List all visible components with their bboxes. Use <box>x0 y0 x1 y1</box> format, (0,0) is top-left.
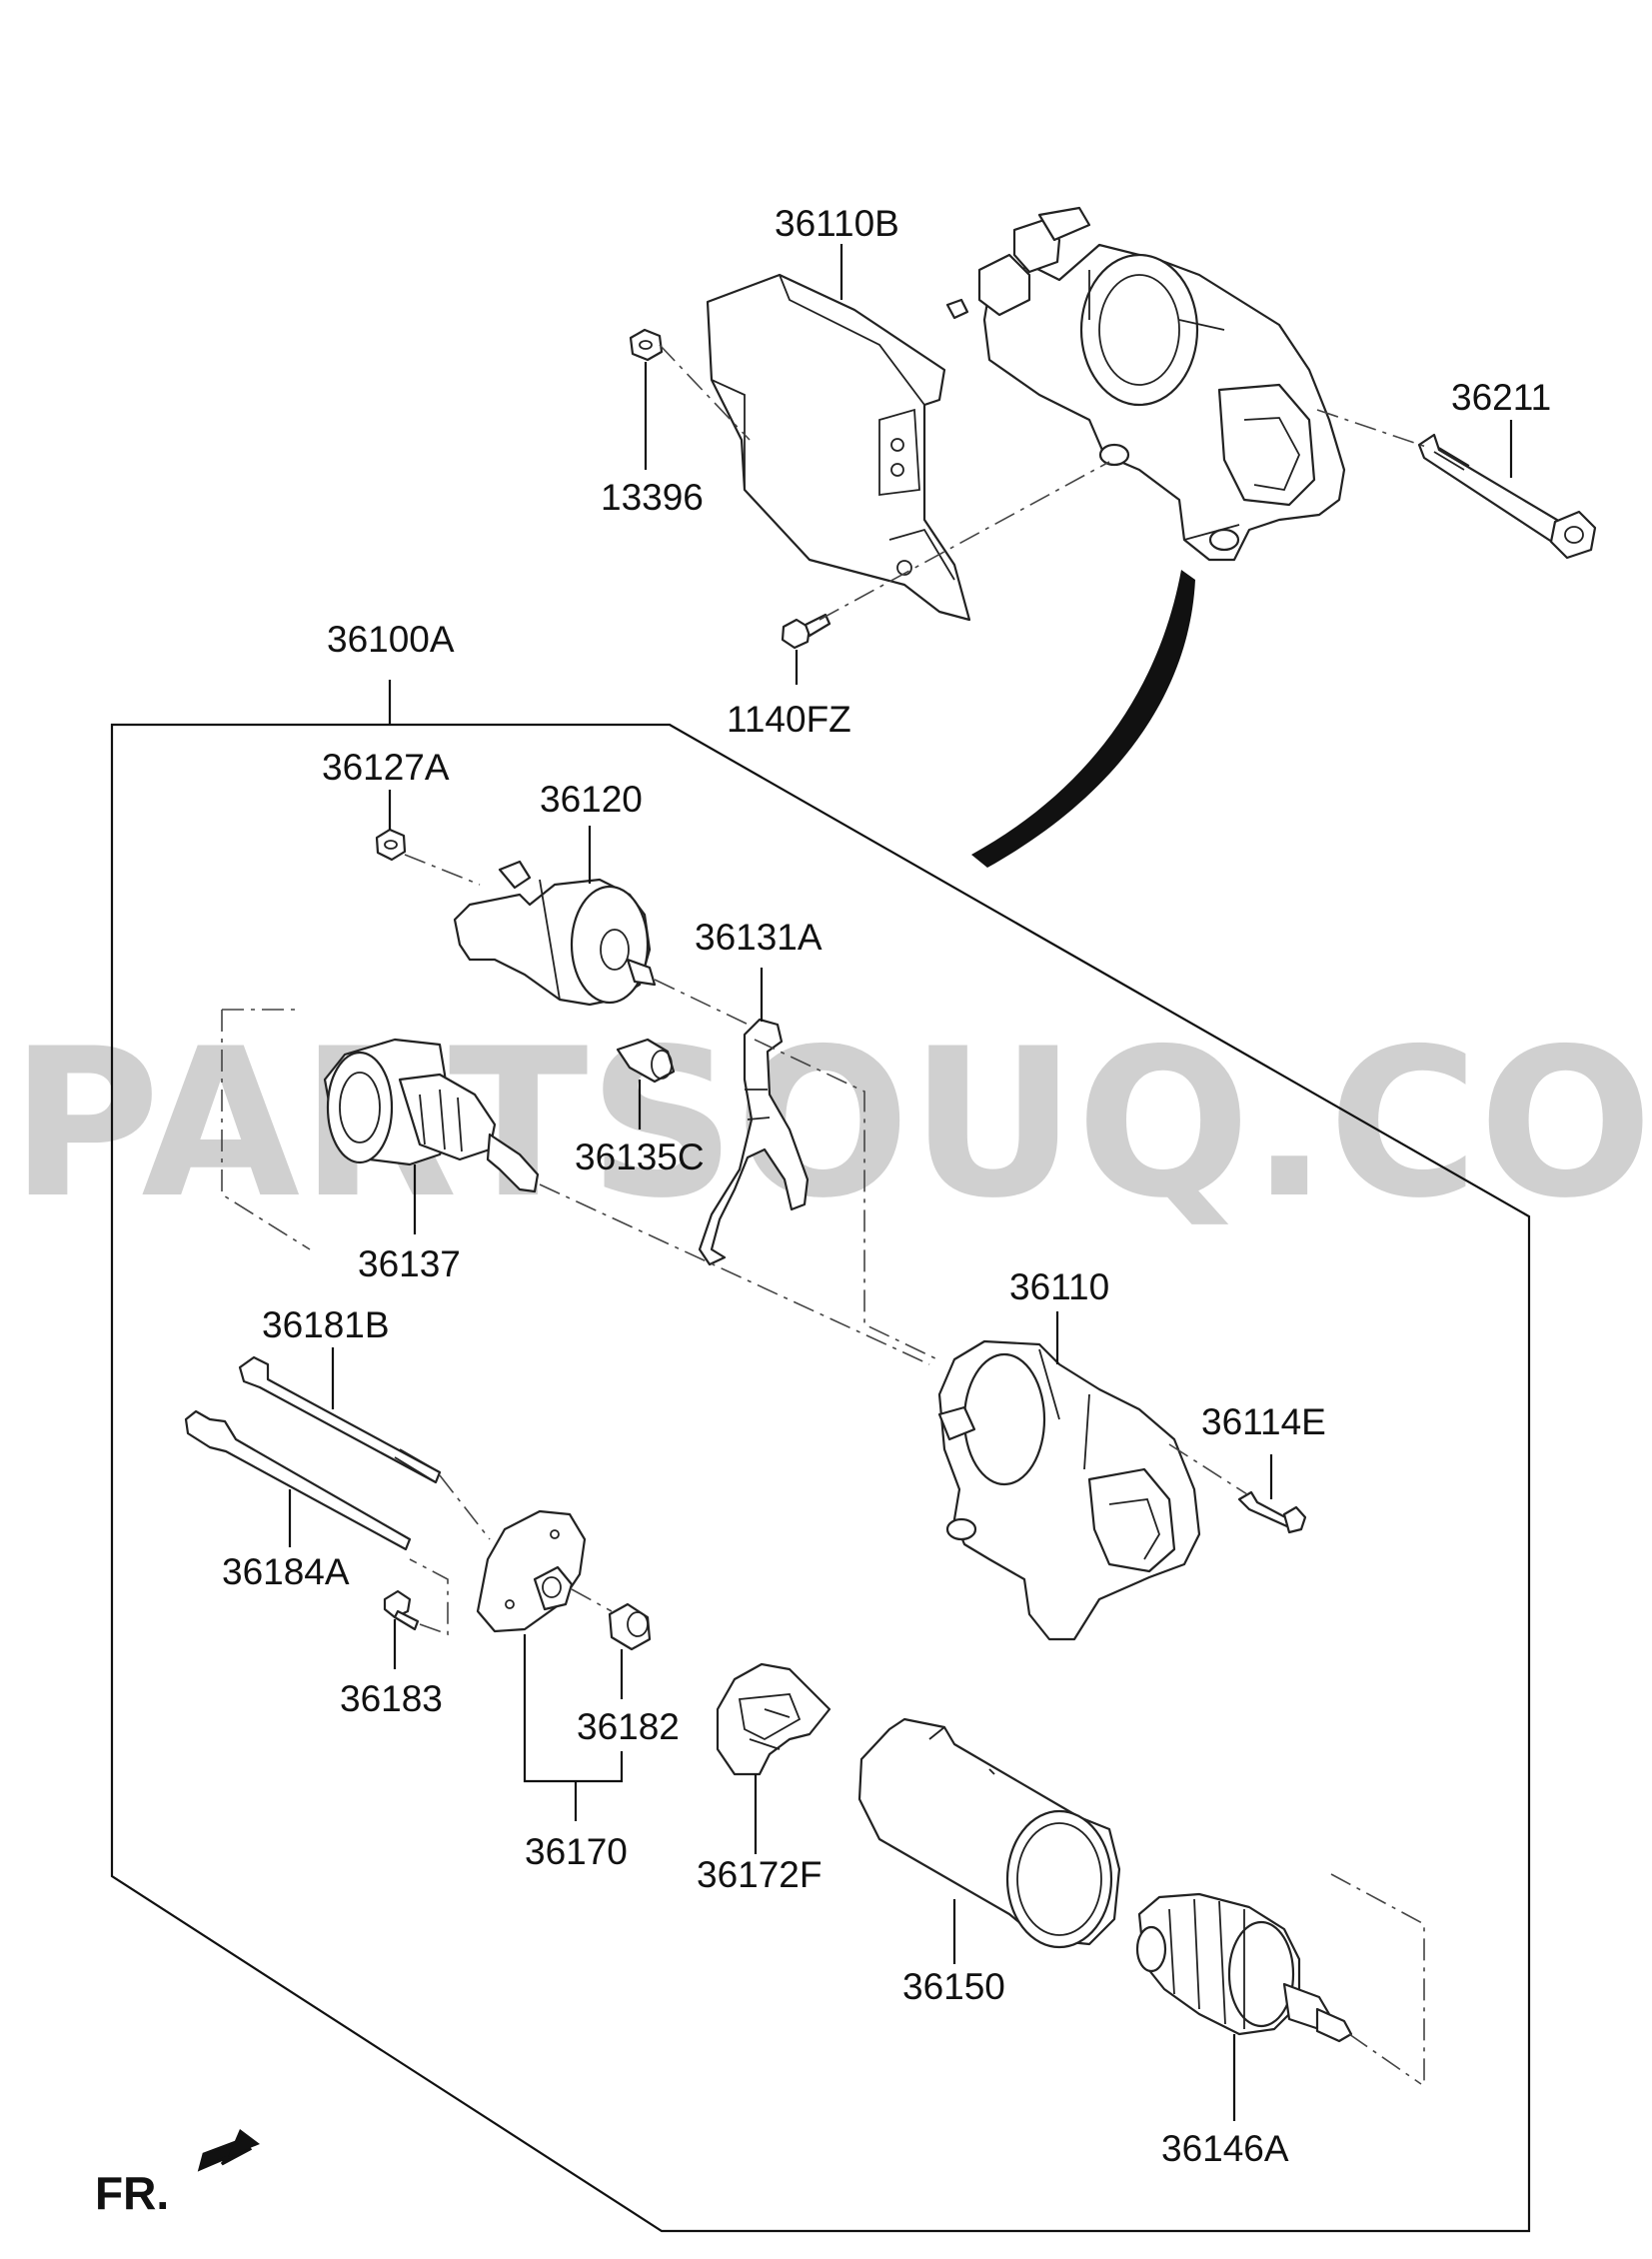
nut-13396 <box>629 328 664 362</box>
orientation-label: FR. <box>95 2167 169 2219</box>
bolt-36211 <box>1417 433 1597 560</box>
bushing-36182 <box>608 1602 652 1651</box>
label-36114E: 36114E <box>1201 1401 1326 1442</box>
label-36110: 36110 <box>1009 1266 1109 1307</box>
label-36181B: 36181B <box>262 1304 390 1345</box>
label-36183: 36183 <box>340 1678 443 1719</box>
starter-motor-top <box>945 206 1346 562</box>
housing-36110 <box>937 1339 1201 1641</box>
label-36100A: 36100A <box>327 619 455 660</box>
label-36137: 36137 <box>358 1243 461 1284</box>
fr-arrow-head <box>228 2129 260 2157</box>
label-36182: 36182 <box>577 1706 680 1747</box>
heat-shield <box>706 273 971 622</box>
screw-36183 <box>383 1589 420 1631</box>
label-36146A: 36146A <box>1161 2128 1289 2169</box>
solenoid-36120 <box>453 860 657 1007</box>
label-36135C: 36135C <box>575 1136 705 1177</box>
yoke-36150 <box>857 1717 1121 1949</box>
label-36172F: 36172F <box>697 1854 823 1895</box>
watermark-text: PARTSOUQ.COM <box>10 1006 1652 1243</box>
assembly-arrow <box>971 570 1195 868</box>
bolt-36184A <box>184 1409 412 1551</box>
label-36127A: 36127A <box>322 747 450 788</box>
end-plate-36170 <box>476 1509 587 1633</box>
bolt-1140FZ <box>781 613 831 650</box>
armature-36146A <box>1135 1892 1353 2043</box>
pinion-36137 <box>323 1038 540 1193</box>
assembly-frame <box>110 723 1531 2233</box>
bolt-36181B <box>238 1355 442 1484</box>
label-13396: 13396 <box>601 477 704 518</box>
label-36184A: 36184A <box>222 1551 350 1592</box>
label-36150: 36150 <box>902 1966 1005 2007</box>
bolt-36114E <box>1237 1490 1307 1534</box>
label-36120: 36120 <box>540 779 643 820</box>
nut-36127A <box>375 828 407 862</box>
label-36170: 36170 <box>525 1831 628 1872</box>
brush-holder-36172F <box>716 1662 831 1776</box>
label-36211: 36211 <box>1451 377 1551 418</box>
label-36110B: 36110B <box>775 203 899 244</box>
lever-36131A <box>698 1018 810 1266</box>
plunger-36135C <box>616 1038 676 1084</box>
label-36131A: 36131A <box>695 917 823 958</box>
label-1140FZ: 1140FZ <box>727 699 851 740</box>
